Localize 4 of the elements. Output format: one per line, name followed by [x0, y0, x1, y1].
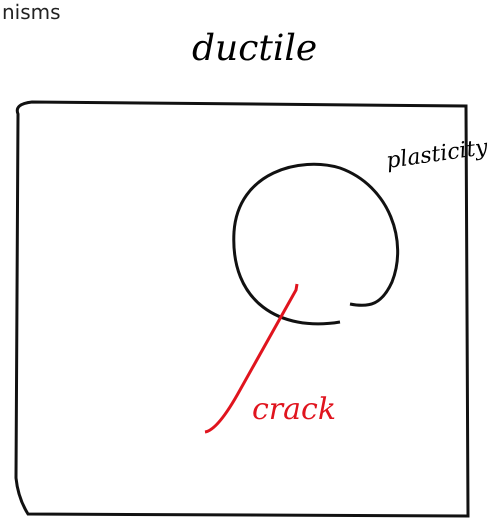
heading-text: ductile — [192, 28, 318, 69]
heading-fragment: nisms — [2, 0, 61, 24]
zone-label: plasticity — [384, 135, 490, 174]
crack-label: crack — [252, 392, 336, 427]
